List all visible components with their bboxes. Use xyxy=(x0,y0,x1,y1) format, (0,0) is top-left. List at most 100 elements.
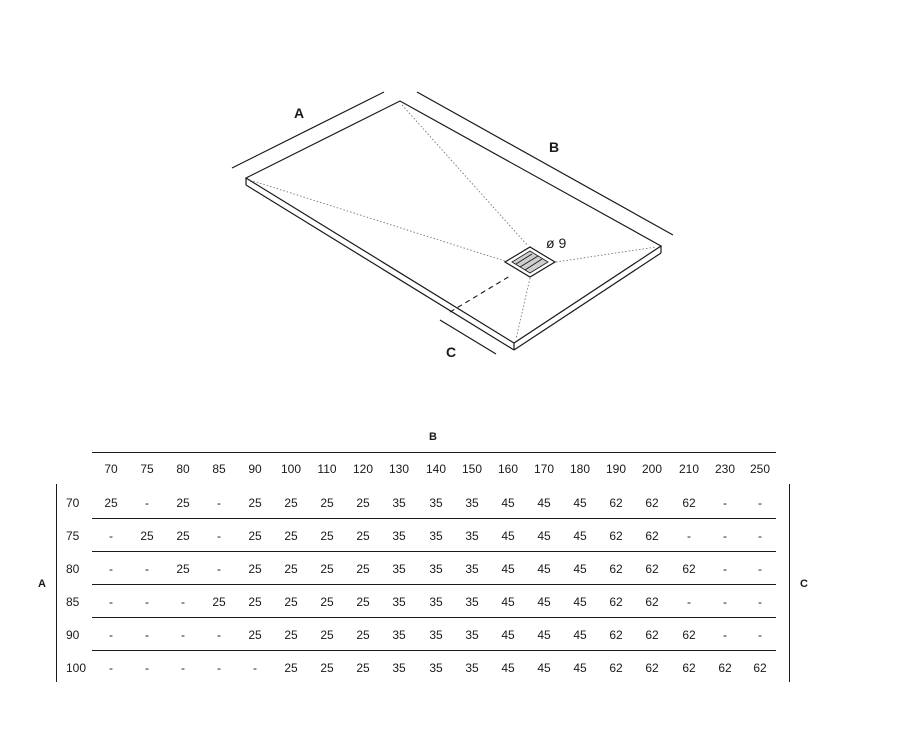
row-header: 90 xyxy=(66,628,80,642)
table-cell: 25 xyxy=(320,496,334,510)
row-header: 75 xyxy=(66,529,80,543)
table-cell: - xyxy=(145,595,149,609)
table-cell: 62 xyxy=(682,661,696,675)
table-cell: 45 xyxy=(537,562,551,576)
slope-lines xyxy=(249,104,657,340)
table-cell: 45 xyxy=(537,496,551,510)
table-cell: 25 xyxy=(248,496,262,510)
table-top-rule xyxy=(92,452,776,453)
column-header: 75 xyxy=(140,462,154,476)
row-separator xyxy=(92,650,776,651)
dim-b-label: B xyxy=(549,139,559,155)
table-cell: 35 xyxy=(392,661,406,675)
table-cell: - xyxy=(145,496,149,510)
table-cell: - xyxy=(217,529,221,543)
table-cell: 62 xyxy=(682,496,696,510)
table-cell: 25 xyxy=(176,529,190,543)
table-cell: - xyxy=(181,628,185,642)
table-cell: - xyxy=(181,661,185,675)
table-cell: 62 xyxy=(609,529,623,543)
table-cell: 25 xyxy=(356,661,370,675)
drain-diameter-label: ø 9 xyxy=(546,235,566,251)
table-cell: 35 xyxy=(465,661,479,675)
table-cell: 35 xyxy=(392,496,406,510)
table-cell: - xyxy=(109,562,113,576)
table-cell: 35 xyxy=(465,595,479,609)
table-cell: 25 xyxy=(320,661,334,675)
dim-c-label: C xyxy=(446,344,456,360)
table-cell: 25 xyxy=(320,529,334,543)
table-cell: 25 xyxy=(248,562,262,576)
table-cell: 25 xyxy=(104,496,118,510)
table-cell: 45 xyxy=(573,529,587,543)
column-header: 85 xyxy=(212,462,226,476)
table-cell: 25 xyxy=(248,628,262,642)
row-separator xyxy=(92,584,776,585)
row-separator xyxy=(92,617,776,618)
table-cell: 62 xyxy=(645,628,659,642)
table-cell: - xyxy=(253,661,257,675)
table-cell: - xyxy=(687,595,691,609)
table-cell: - xyxy=(723,562,727,576)
table-cell: - xyxy=(217,661,221,675)
table-cell: 45 xyxy=(501,496,515,510)
table-cell: 45 xyxy=(537,595,551,609)
column-header: 170 xyxy=(533,462,555,476)
table-right-rule xyxy=(789,484,790,682)
table-cell: 62 xyxy=(609,661,623,675)
table-left-rule xyxy=(56,484,57,682)
table-cell: 62 xyxy=(645,661,659,675)
table-cell: 25 xyxy=(284,595,298,609)
table-cell: 35 xyxy=(392,628,406,642)
column-header: 180 xyxy=(569,462,591,476)
table-row-header-label: A xyxy=(38,578,46,590)
table-cell: - xyxy=(145,628,149,642)
column-header: 100 xyxy=(280,462,302,476)
table-cell: 25 xyxy=(140,529,154,543)
table-cell: 25 xyxy=(356,529,370,543)
table-cell: 35 xyxy=(465,496,479,510)
column-header: 140 xyxy=(425,462,447,476)
column-header: 70 xyxy=(104,462,118,476)
table-cell: 35 xyxy=(429,661,443,675)
table-cell: - xyxy=(181,595,185,609)
table-cell: 62 xyxy=(645,595,659,609)
table-cell: 62 xyxy=(609,628,623,642)
table-right-label: C xyxy=(800,578,808,590)
table-cell: 45 xyxy=(573,562,587,576)
table-cell: 35 xyxy=(392,562,406,576)
table-cell: 45 xyxy=(537,628,551,642)
table-cell: - xyxy=(758,595,762,609)
table-cell: 35 xyxy=(429,595,443,609)
drain-grate xyxy=(503,246,557,278)
table-cell: - xyxy=(217,496,221,510)
table-cell: 35 xyxy=(392,595,406,609)
table-cell: 25 xyxy=(320,562,334,576)
table-cell: - xyxy=(109,661,113,675)
table-cell: 25 xyxy=(356,496,370,510)
column-header: 210 xyxy=(678,462,700,476)
table-cell: - xyxy=(723,595,727,609)
table-cell: 62 xyxy=(682,562,696,576)
table-cell: - xyxy=(109,529,113,543)
table-cell: 62 xyxy=(609,595,623,609)
table-cell: - xyxy=(758,562,762,576)
table-cell: - xyxy=(145,562,149,576)
table-cell: 25 xyxy=(356,562,370,576)
table-cell: - xyxy=(109,595,113,609)
table-cell: 25 xyxy=(176,496,190,510)
table-cell: 45 xyxy=(573,628,587,642)
table-cell: 62 xyxy=(645,529,659,543)
column-header: 230 xyxy=(714,462,736,476)
table-cell: 45 xyxy=(501,628,515,642)
column-header: 130 xyxy=(388,462,410,476)
column-header: 160 xyxy=(497,462,519,476)
table-cell: 25 xyxy=(212,595,226,609)
row-separator xyxy=(92,518,776,519)
table-cell: 25 xyxy=(248,595,262,609)
column-header: 90 xyxy=(248,462,262,476)
table-cell: 62 xyxy=(645,496,659,510)
row-header: 70 xyxy=(66,496,80,510)
table-cell: 45 xyxy=(501,529,515,543)
table-cell: 25 xyxy=(356,595,370,609)
